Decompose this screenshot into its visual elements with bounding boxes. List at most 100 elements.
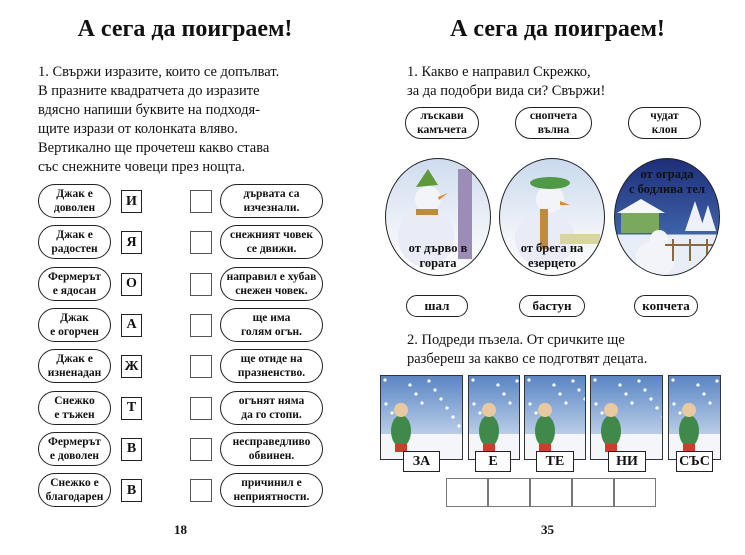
- puzzle-piece-image[interactable]: [524, 375, 586, 460]
- phrase-line: ще отиде на: [240, 353, 303, 366]
- letter-box: В: [121, 437, 142, 461]
- task2-text: 2. Подреди пъзела. От сричките ще разбер…: [407, 331, 647, 369]
- phrase-line: Снежко е: [50, 477, 99, 490]
- answer-box[interactable]: [190, 231, 212, 255]
- phrase-line: огънят няма: [238, 394, 305, 407]
- letter-box: А: [121, 313, 142, 337]
- answer-box[interactable]: [190, 272, 212, 296]
- circle-line: с бодлива тел: [628, 182, 705, 196]
- phrase-line: радостен: [51, 243, 98, 256]
- snowman-image: [515, 177, 600, 267]
- phrase-line: направил е хубав: [226, 270, 317, 283]
- answer-cell[interactable]: [488, 478, 530, 507]
- answer-box[interactable]: [190, 479, 212, 503]
- pill-text: вълна: [537, 124, 570, 136]
- answer-box[interactable]: [190, 190, 212, 213]
- task-line: 1. Какво е направил Скрежко,: [407, 64, 591, 80]
- circle-line: от брега на: [520, 241, 584, 255]
- answer-box[interactable]: [190, 396, 212, 420]
- phrase-line: ще има: [252, 311, 291, 324]
- bottom-pill[interactable]: шал: [406, 295, 468, 317]
- answer-box[interactable]: [190, 437, 212, 461]
- answer-cell[interactable]: [572, 478, 614, 507]
- phrase-line: благодарен: [45, 491, 104, 504]
- snow-scene: [671, 378, 719, 452]
- left-instructions: 1. Свържи изразите, които се допълват. В…: [38, 63, 279, 177]
- phrase-line: е ядосан: [52, 284, 97, 297]
- phrase-line: празненство.: [237, 367, 306, 380]
- answer-cell[interactable]: [530, 478, 572, 507]
- answer-box[interactable]: [190, 313, 212, 337]
- bottom-pill[interactable]: копчета: [634, 295, 698, 317]
- pill-text: снопчета: [529, 110, 578, 122]
- puzzle-piece-image[interactable]: [668, 375, 721, 460]
- letter-box: В: [121, 479, 142, 503]
- bottom-pill[interactable]: бастун: [519, 295, 585, 317]
- syllable-label: СЪС: [676, 451, 713, 472]
- phrase-line: е тъжен: [54, 408, 95, 421]
- circle-line: езерцето: [527, 256, 577, 270]
- phrase-line: дървата са: [243, 188, 300, 200]
- circle-line: от ограда: [640, 167, 694, 181]
- page-number: 35: [541, 522, 554, 537]
- snow-scene: [527, 378, 585, 452]
- phrase-line: голям огън.: [240, 325, 303, 338]
- pill-text: клон: [651, 124, 678, 136]
- phrase-line: Джак е: [56, 353, 93, 366]
- top-pill[interactable]: чудат клон: [628, 107, 701, 139]
- task-line: за да подобри вида си? Свържи!: [407, 83, 606, 99]
- phrase-line: Фермерът: [48, 270, 101, 283]
- answer-box[interactable]: [190, 355, 212, 379]
- puzzle-piece-image[interactable]: [468, 375, 520, 460]
- phrase-line: снежен човек.: [235, 284, 308, 297]
- phrase-line: причинил е: [241, 477, 302, 490]
- phrase-line: изненадан: [47, 367, 102, 380]
- phrase-line: е огорчен: [50, 325, 99, 338]
- syllable-label: Е: [475, 451, 511, 472]
- instruction-line: щите изрази от колонката вляво.: [38, 121, 238, 137]
- snow-scene: [593, 378, 662, 452]
- puzzle-piece-image[interactable]: [380, 375, 463, 460]
- phrase-line: снежният човек: [229, 229, 314, 242]
- circle-line: гората: [419, 256, 457, 270]
- phrase-line: Снежко: [54, 394, 95, 407]
- phrase-line: Джак е: [56, 229, 93, 242]
- right-page-title: А сега да поиграем!: [450, 16, 665, 42]
- letter-box: Ж: [121, 355, 142, 379]
- phrase-line: обвинен.: [248, 449, 295, 462]
- answer-cell[interactable]: [614, 478, 656, 507]
- snowman-image: [398, 169, 472, 267]
- top-pill[interactable]: снопчета вълна: [515, 107, 592, 139]
- phrase-line: изчезнали.: [243, 202, 300, 214]
- left-page-title: А сега да поиграем!: [77, 16, 293, 42]
- answer-cell[interactable]: [446, 478, 488, 507]
- phrase-line: несправедливо: [232, 435, 311, 448]
- right-phrase-pill[interactable]: дървата са изчезнали.: [220, 184, 323, 218]
- syllable-label: ТЕ: [536, 451, 574, 472]
- phrase-line: неприятности.: [233, 491, 310, 504]
- phrase-line: се движи.: [246, 243, 297, 256]
- pill-text: чудат: [650, 110, 679, 122]
- puzzle-piece-image[interactable]: [590, 375, 663, 460]
